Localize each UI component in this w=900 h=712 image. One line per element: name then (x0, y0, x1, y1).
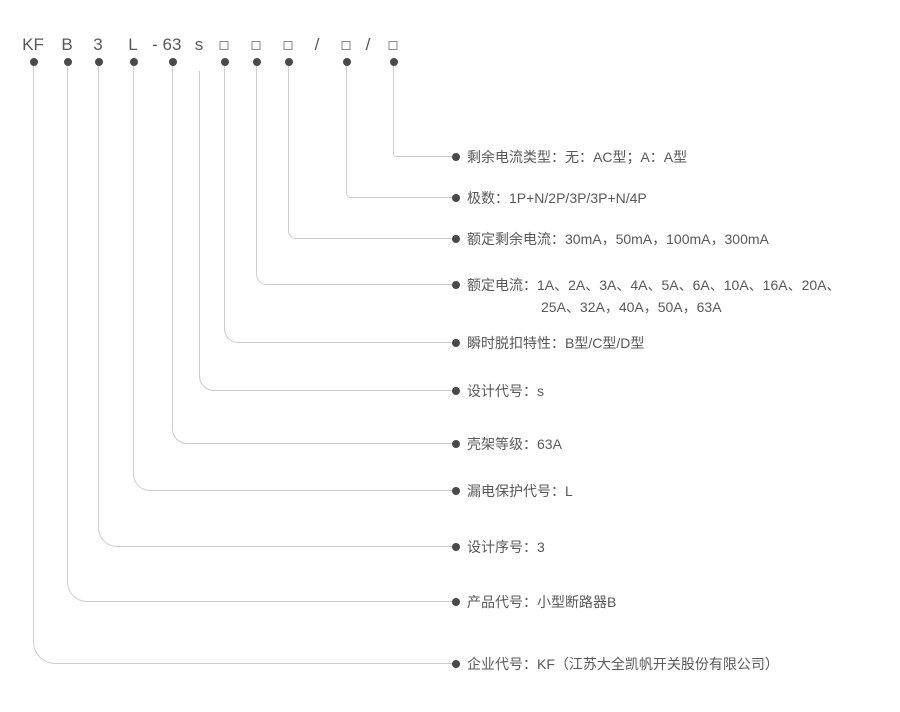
code-separator-hyphen: - (152, 35, 158, 54)
legend-text: 剩余电流类型：无：AC型；A：A型 (467, 149, 688, 165)
code-segment-kf: KF (22, 35, 44, 54)
legend-text: 壳架等级：63A (467, 436, 562, 452)
legend-text: 设计代号：s (467, 383, 544, 399)
legend-text: 产品代号：小型断路器B (467, 594, 617, 610)
code-segment-l: L (128, 35, 138, 54)
legend-text: 企业代号：KF（江苏大全凯帆开关股份有限公司） (467, 656, 779, 672)
legend-item-residual-current-type: 剩余电流类型：无：AC型；A：A型 (467, 146, 687, 168)
code-segment-b: B (61, 35, 73, 54)
legend-item-poles: 极数：1P+N/2P/3P/3P+N/4P (467, 187, 647, 209)
connector-line (220, 58, 460, 347)
connector-line (342, 58, 460, 202)
connector-line (129, 58, 460, 495)
connector-line (63, 58, 460, 606)
legend-text: 额定电流：1A、2A、3A、4A、5A、6A、10A、16A、20A、 (467, 277, 841, 293)
code-separator-slash: / (314, 35, 320, 54)
legend-item-design-code: 设计代号：s (467, 380, 544, 402)
connector-line (252, 58, 460, 289)
legend-text: 设计序号：3 (467, 539, 545, 555)
code-placeholder-box (219, 41, 229, 50)
legend-item-rated-residual-current: 额定剩余电流：30mA，50mA，100mA，300mA (467, 228, 769, 250)
legend-item-frame-rating: 壳架等级：63A (467, 433, 562, 455)
connector-line (94, 58, 460, 551)
legend-text: 漏电保护代号：L (467, 483, 573, 499)
code-placeholder-box (251, 41, 261, 50)
code-placeholder-box (283, 41, 293, 50)
legend-item-rated-current: 额定电流：1A、2A、3A、4A、5A、6A、10A、16A、20A、 25A、… (467, 274, 840, 318)
code-segment-s: s (194, 35, 204, 54)
legend-item-product-code: 产品代号：小型断路器B (467, 591, 616, 613)
code-separator-slash: / (365, 35, 371, 54)
code-placeholder-box (388, 41, 398, 50)
legend-item-design-serial-number: 设计序号：3 (467, 536, 545, 558)
connector-line (199, 71, 460, 395)
legend-text-line2: 25A、32A，40A，50A，63A (541, 299, 722, 315)
legend-item-instantaneous-tripping: 瞬时脱扣特性：B型/C型/D型 (467, 332, 644, 354)
code-segment-63: 63 (162, 35, 182, 54)
code-placeholder-box (341, 41, 351, 50)
code-segment-3: 3 (93, 35, 103, 54)
connector-line (389, 58, 460, 161)
connector-line (168, 58, 460, 448)
legend-item-leakage-protection-code: 漏电保护代号：L (467, 480, 573, 502)
legend-text: 额定剩余电流：30mA，50mA，100mA，300mA (467, 231, 769, 247)
legend-text: 瞬时脱扣特性：B型/C型/D型 (467, 335, 645, 351)
legend-text: 极数：1P+N/2P/3P/3P+N/4P (467, 190, 647, 206)
connector-line (284, 58, 460, 243)
connector-line (29, 58, 460, 668)
legend-item-company-code: 企业代号：KF（江苏大全凯帆开关股份有限公司） (467, 653, 779, 675)
